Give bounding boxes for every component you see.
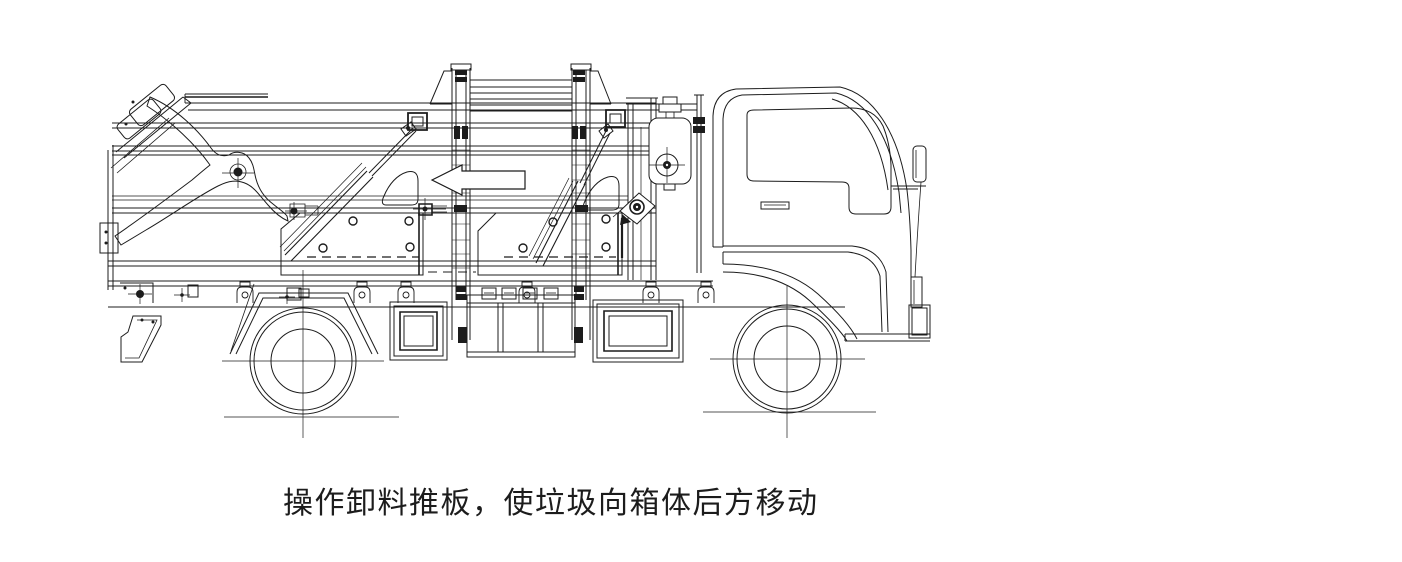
guide-plate-right xyxy=(583,176,619,210)
rear-fender xyxy=(230,284,378,354)
water-tank xyxy=(649,97,691,190)
left-lower-panel xyxy=(281,198,447,275)
left-toolbox xyxy=(390,302,447,360)
hydraulic-pump xyxy=(613,193,655,225)
right-lower-panel xyxy=(428,213,622,275)
drawing-caption: 操作卸料推板，使垃圾向箱体后方移动 xyxy=(283,487,819,520)
door-handle xyxy=(761,202,789,209)
front-bumper xyxy=(909,305,930,338)
front-wheel xyxy=(703,286,876,438)
rear-wheel xyxy=(222,270,399,438)
lift-columns xyxy=(430,64,611,343)
door-window xyxy=(747,108,891,214)
truck-cab xyxy=(713,87,930,341)
spring-shackles xyxy=(237,282,714,303)
push-direction-arrow xyxy=(432,165,525,195)
bin-lifter-arm xyxy=(115,97,318,245)
guide-plate-left xyxy=(382,171,418,205)
rear-gate-mechanism xyxy=(100,83,301,362)
chassis-frame xyxy=(108,145,845,307)
right-hydraulic-cylinder xyxy=(529,110,625,266)
center-cabinet xyxy=(467,288,575,357)
front-wheel-arch xyxy=(723,264,857,339)
left-hydraulic-cylinder xyxy=(280,113,427,261)
side-mirror xyxy=(891,146,926,277)
right-toolbox xyxy=(593,300,683,362)
